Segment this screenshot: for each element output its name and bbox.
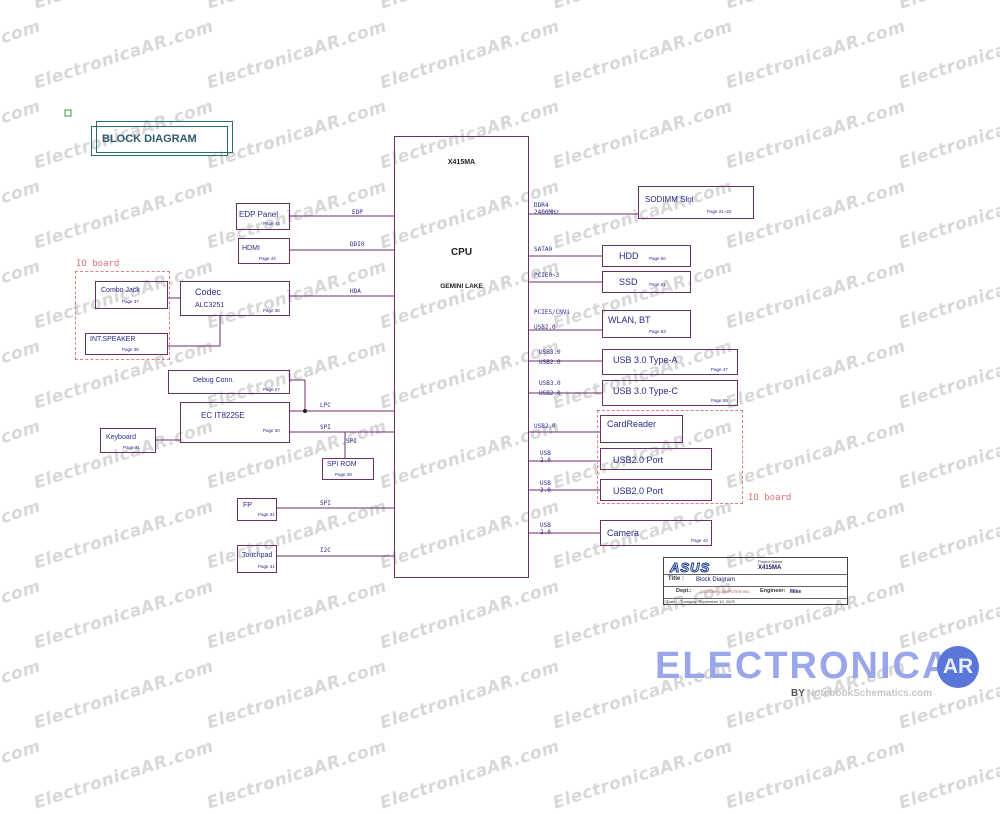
engineer-label: Engineer: xyxy=(760,588,786,594)
watermark-text: ElectronicaAR.com xyxy=(896,736,1000,814)
sodimm-signal-1: DDR4 xyxy=(534,202,549,209)
ssd-block: SSD Page 51 xyxy=(602,271,691,293)
electronica-logo-text: ELECTRONICA xyxy=(655,645,952,687)
diagram-title: BLOCK DIAGRAM xyxy=(102,133,197,145)
electronica-logo: ELECTRONICA AR BY NotebookSchematics.com xyxy=(655,646,995,701)
title-block-inner-mid xyxy=(664,586,847,587)
ar-badge: AR xyxy=(937,646,979,688)
title-block-inner-bot xyxy=(664,598,847,599)
watermark-text: ElectronicaAR.com xyxy=(31,736,217,814)
wiring-layer xyxy=(64,109,638,557)
io-board-right xyxy=(597,410,743,504)
int-speaker-block: INT.SPEAKER Page 38 xyxy=(85,333,168,355)
ec-spi-signal: SPI xyxy=(320,424,331,431)
spi-rom-block: SPI ROM Page 28 xyxy=(322,458,374,480)
wlan-bt-block: WLAN, BT Page 53 xyxy=(602,310,691,338)
usb3a-signal-1: USB3.0 xyxy=(539,349,561,356)
sodimm-block: SODIMM Slot Page 21~22 xyxy=(638,186,754,219)
project-name-label: Project Name xyxy=(758,559,783,564)
date-value: Thursday, September 10, 2020 xyxy=(680,599,735,604)
ec-block: EC IT8225E Page 30 xyxy=(180,402,290,443)
title-label: Title : xyxy=(668,576,684,582)
usb2-1-signal-2: 2.0 xyxy=(540,457,551,464)
wlan-signal-2: USB2.0 xyxy=(534,324,556,331)
usb2-port-2-block: USB2.0 Port xyxy=(600,479,712,501)
debug-conn-block: Debug Conn. Page 27 xyxy=(168,370,290,394)
camera-signal-1: USB xyxy=(540,522,551,529)
combo-jack-block: Combo Jack Page 37 xyxy=(95,281,168,309)
io-board-right-label: IO board xyxy=(748,493,792,503)
cardreader-signal: USB2.0 xyxy=(534,423,556,430)
logo-byline: BY xyxy=(791,688,805,699)
edp-panel-block: EDP Panel Page 43 xyxy=(236,203,290,230)
cpu-model: X415MA xyxy=(447,159,476,166)
dept-value: ASUSTeK COMPUTER INC xyxy=(700,589,750,594)
lpc-signal: LPC xyxy=(320,402,331,409)
usb2-2-signal-2: 2.0 xyxy=(540,487,551,494)
fp-signal: SPI xyxy=(320,500,331,507)
watermark-text: ElectronicaAR.com xyxy=(204,736,390,814)
codec-block: Codec ALC3251 Page 36 xyxy=(180,281,290,316)
date-label: Date xyxy=(667,599,676,604)
codec-signal: HDA xyxy=(350,288,361,295)
sodimm-signal-2: 2400MHz xyxy=(534,209,560,216)
hdd-block: HDD Page 50 xyxy=(602,245,691,267)
camera-signal-2: 2.0 xyxy=(540,529,551,536)
cpu-block: X415MA CPU GEMINI LAKE xyxy=(394,136,529,578)
hdd-signal: SATA0 xyxy=(534,246,553,253)
watermark-text: ElectronicaAR.com xyxy=(723,736,909,814)
camera-block: Camera Page 43 xyxy=(600,520,712,546)
fp-block: FP Page 31 xyxy=(237,498,277,521)
edp-signal: EDP xyxy=(352,209,363,216)
io-board-left-label: IO board xyxy=(76,259,120,269)
usb2-2-signal-1: USB xyxy=(540,480,551,487)
title-block-inner-top xyxy=(664,574,847,575)
ar-badge-text: AR xyxy=(942,655,974,678)
title-block: ASUS Project Name X415MA Title : Block D… xyxy=(663,557,848,605)
ssd-signal: PCIE0~3 xyxy=(534,272,560,279)
dept-label: Dept.: xyxy=(676,588,692,594)
cardreader-block: CardReader xyxy=(600,415,683,443)
usb3a-signal-2: USB2.0 xyxy=(539,359,561,366)
title-frame-back xyxy=(96,121,233,153)
watermark-text: ElectronicaAR.com xyxy=(377,736,563,814)
hdmi-signal: DDI0 xyxy=(350,241,365,248)
logo-site: NotebookSchematics.com xyxy=(807,688,933,699)
touchpad-signal: I2C xyxy=(320,547,331,554)
keyboard-block: Keyboard Page 31 xyxy=(100,428,156,453)
hdmi-block: HDMI Page 44 xyxy=(238,238,290,264)
asus-logo: ASUS xyxy=(669,560,711,576)
watermark-text: ElectronicaAR.com xyxy=(550,736,736,814)
cpu-platform: GEMINI LAKE xyxy=(440,283,483,290)
io-board-left xyxy=(75,271,170,360)
usb2-port-1-block: USB2.0 Port xyxy=(600,448,712,470)
engineer-value: Mike xyxy=(790,589,802,595)
usb3-type-c-block: USB 3.0 Type-C Page 55 xyxy=(602,380,738,406)
title-value: Block Diagram xyxy=(696,577,736,583)
wlan-signal-1: PCIE5/CNVi xyxy=(534,309,571,316)
spi-rom-signal: SPI xyxy=(346,438,357,445)
usb3c-signal-1: USB3.0 xyxy=(539,380,561,387)
usb3-type-a-block: USB 3.0 Type-A Page 47 xyxy=(602,349,738,375)
project-name: X415MA xyxy=(758,565,782,571)
title-frame: BLOCK DIAGRAM xyxy=(91,126,228,156)
usb3c-signal-2: USB2.0 xyxy=(539,390,561,397)
usb2-1-signal-1: USB xyxy=(540,450,551,457)
cpu-label: CPU xyxy=(450,247,473,258)
touchpad-block: Touchpad Page 31 xyxy=(237,545,277,573)
